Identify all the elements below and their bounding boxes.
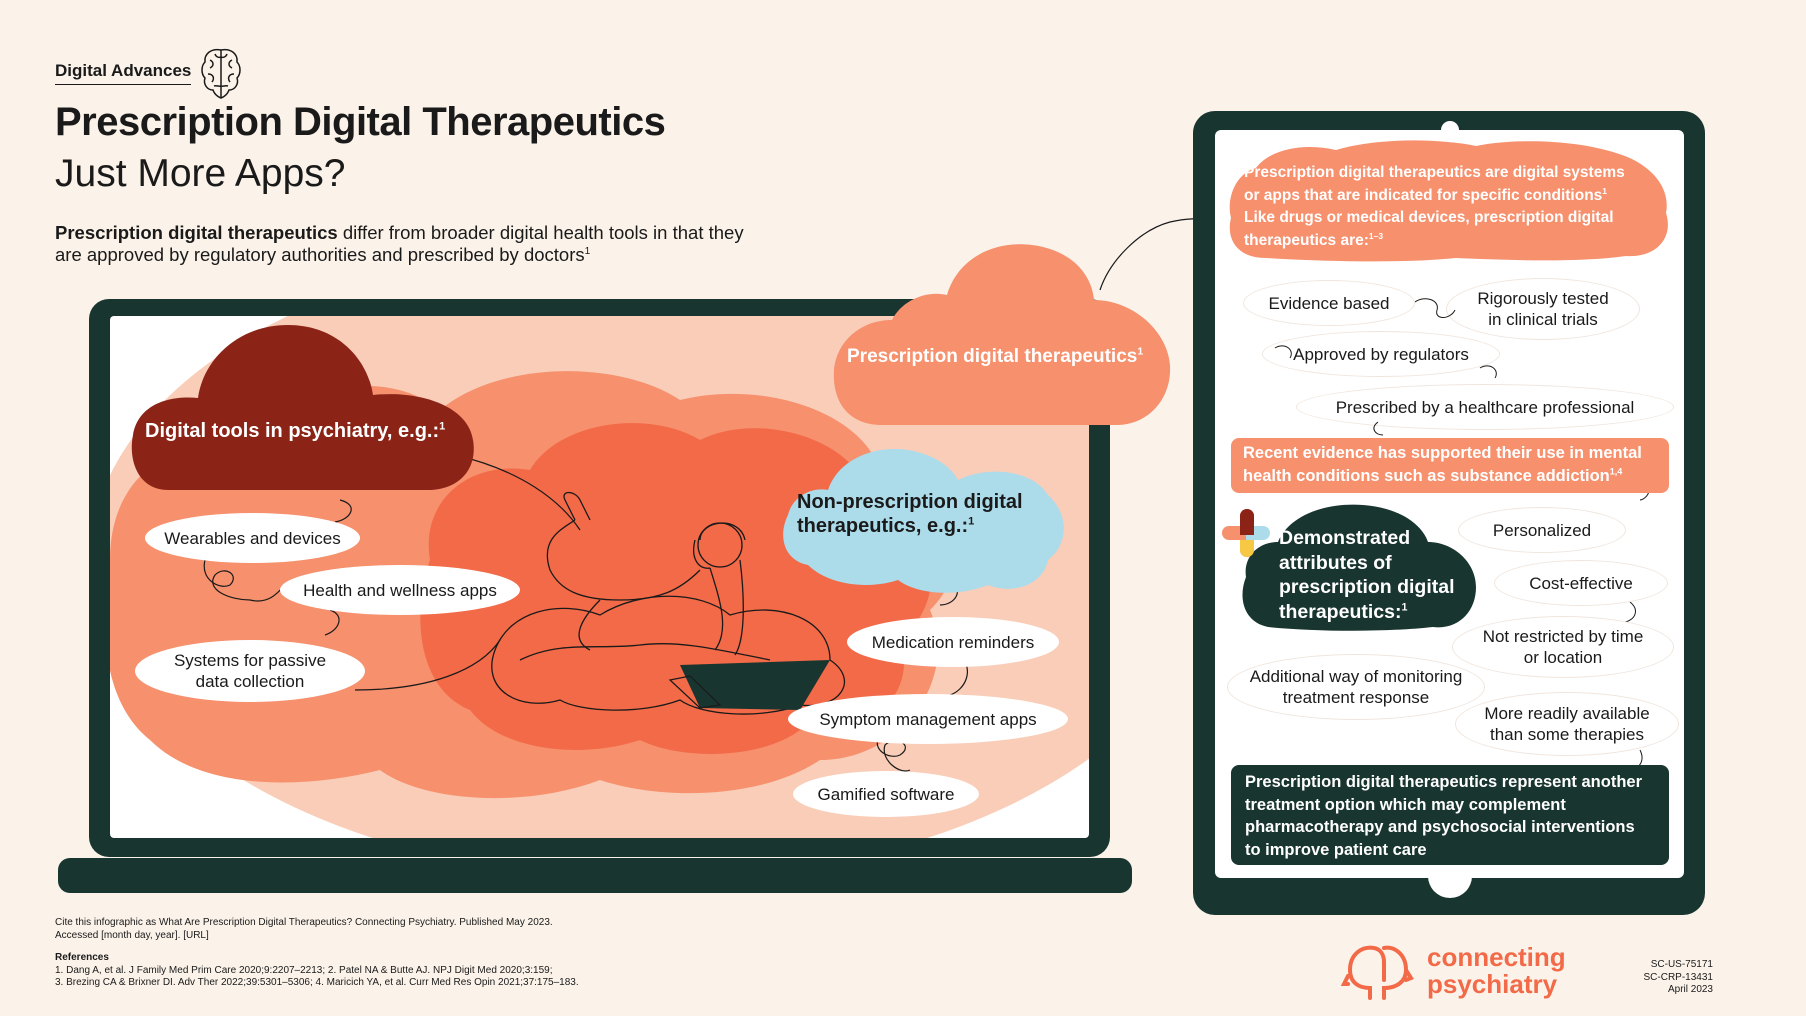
pill-personalized: Personalized [1458, 507, 1626, 553]
attributes-cloud-text: Demonstrated attributes of prescription … [1279, 527, 1455, 623]
intro-bold: Prescription digital therapeutics [55, 222, 338, 243]
page-subtitle: Just More Apps? [55, 152, 346, 195]
code-1: SC-US-75171 [1650, 959, 1713, 970]
publication-date: April 2023 [1667, 984, 1713, 995]
intro-text-1: differ from broader digital health tools… [337, 222, 744, 243]
pill-approved-by-regulators: Approved by regulators [1262, 331, 1500, 377]
evidence-box: Recent evidence has supported their use … [1231, 438, 1669, 493]
brand-header: Digital Advances [55, 44, 243, 102]
pdt-cloud [833, 244, 1171, 425]
pill-gamified-software: Gamified software [793, 771, 979, 817]
pill-health-apps: Health and wellness apps [280, 565, 520, 615]
code-2: SC-CRP-13431 [1643, 971, 1713, 983]
citation-line-2: Accessed [month day, year]. [URL] [55, 929, 209, 941]
document-codes: SC-US-75171 SC-CRP-13431 April 2023 [1644, 959, 1713, 997]
laptop-base [58, 858, 1132, 893]
logo-line-1: connecting [1427, 942, 1566, 972]
digital-tools-label: Digital tools in psychiatry, e.g.:1 [145, 420, 446, 442]
page-title: Prescription Digital Therapeutics [55, 100, 666, 144]
intro-paragraph: Prescription digital therapeutics differ… [55, 222, 744, 265]
pill-evidence-based: Evidence based [1243, 280, 1415, 326]
pill-medication-reminders: Medication reminders [847, 617, 1059, 667]
brain-icon [201, 48, 242, 99]
pill-cost-effective: Cost-effective [1494, 560, 1668, 606]
conclusion-box: Prescription digital therapeutics repres… [1231, 765, 1669, 865]
attributes-cloud [1242, 504, 1476, 631]
pill-wearables: Wearables and devices [145, 513, 360, 563]
pill-symptom-management: Symptom management apps [788, 694, 1068, 744]
pill-prescribed-by-hcp: Prescribed by a healthcare professional [1296, 384, 1674, 430]
references-title: References [55, 952, 109, 963]
intro-text-2: are approved by regulatory authorities a… [55, 244, 585, 265]
citation-line-1: Cite this infographic as What Are Prescr… [55, 917, 553, 928]
person-on-cloud-illustration [491, 491, 845, 715]
brand-label: Digital Advances [55, 61, 192, 85]
cross-logo-icon [1222, 509, 1270, 557]
reference-line-2: 3. Brezing CA & Brixner DI. Adv Ther 202… [55, 977, 579, 988]
pdt-cloud-label: Prescription digital therapeutics1 [847, 346, 1144, 367]
logo-line-2: psychiatry [1427, 969, 1558, 999]
tablet-camera [1441, 121, 1459, 139]
two-heads-icon [1340, 945, 1414, 1000]
connecting-psychiatry-logo: connecting psychiatry [1340, 940, 1566, 1002]
non-prescription-cloud [783, 449, 1064, 593]
tablet-top-cloud-text: Prescription digital therapeutics are di… [1244, 164, 1625, 249]
digital-tools-cloud [131, 325, 474, 490]
reference-line-1: 1. Dang A, et al. J Family Med Prim Care… [55, 964, 553, 976]
laptop-in-illustration [668, 660, 830, 710]
tablet-top-cloud [1229, 140, 1668, 262]
footer-references: Cite this infographic as What Are Prescr… [55, 917, 579, 990]
